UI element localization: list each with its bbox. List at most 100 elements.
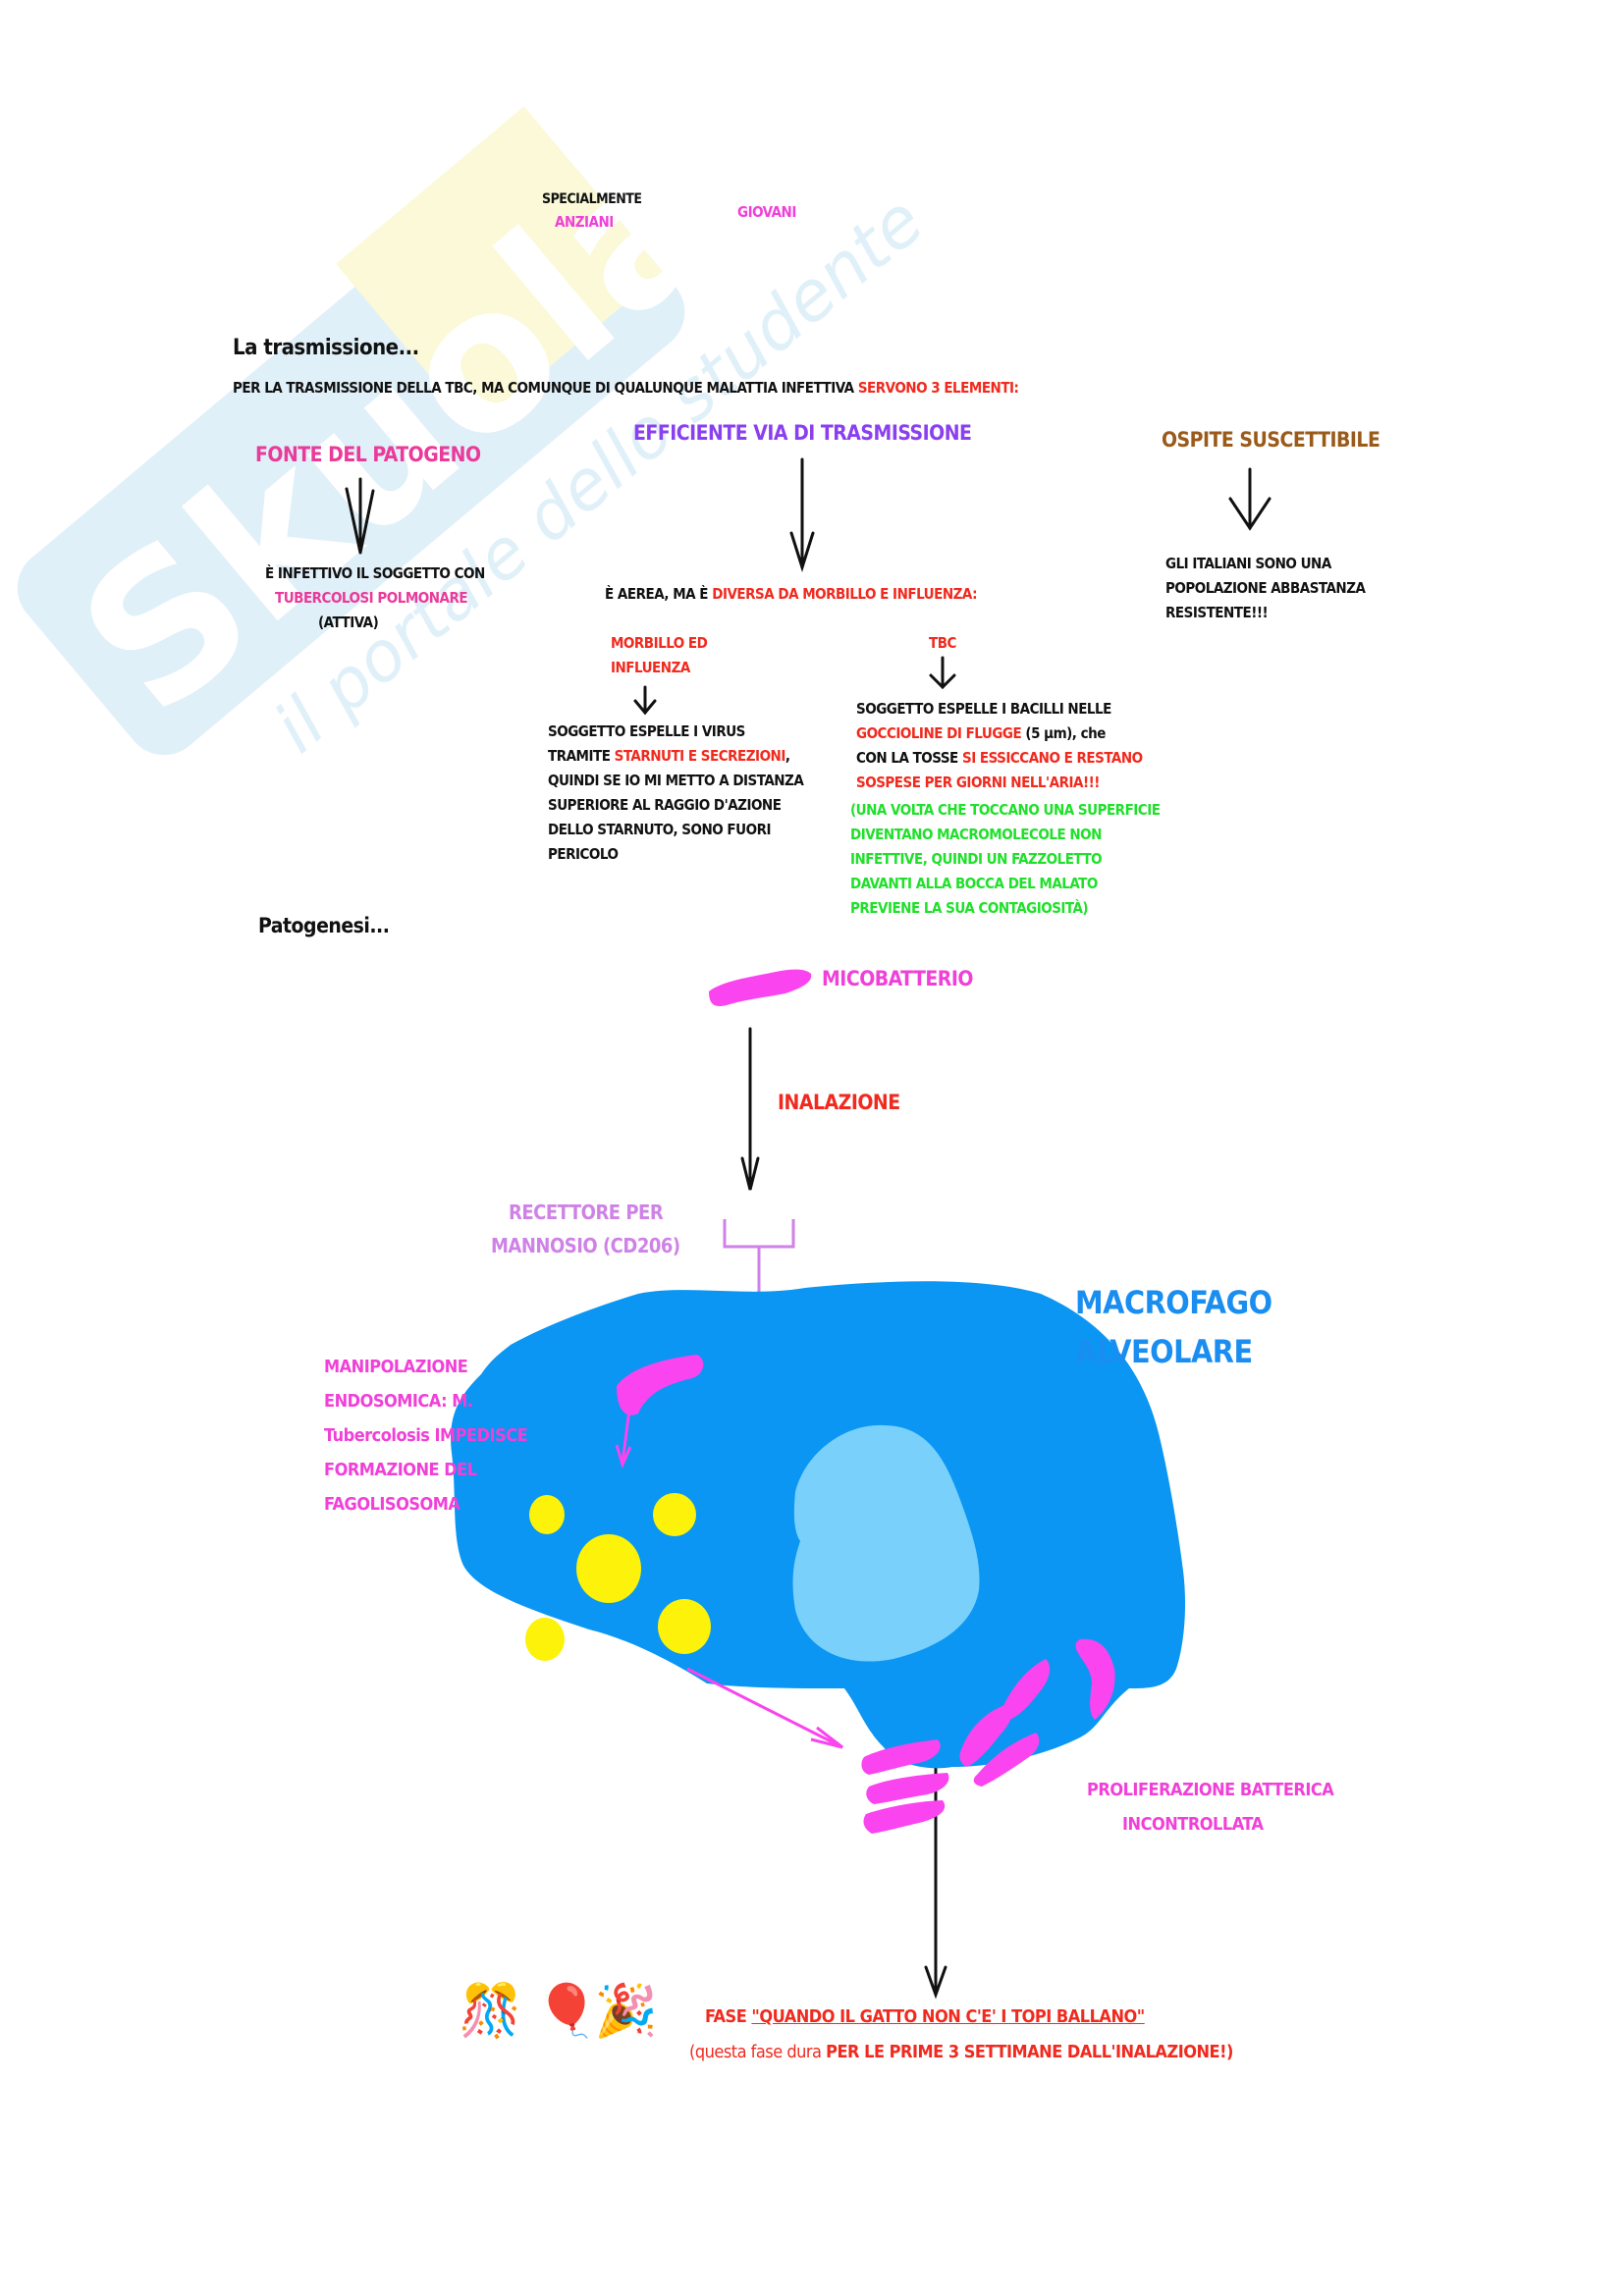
intro-text: PER LA TRASMISSIONE DELLA TBC, MA COMUNQ… [233, 379, 858, 397]
heading-patogenesi: Patogenesi... [258, 914, 390, 937]
tbc-note: (UNA VOLTA CHE TOCCANO UNA SUPERFICIE DI… [850, 798, 1161, 921]
bacterium [959, 1703, 1013, 1767]
via-description: È AEREA, MA È DIVERSA DA MORBILLO E INFL… [605, 585, 978, 603]
macrofago-line: ALVEOLARE [1075, 1333, 1253, 1370]
label-micobatterio: MICOBATTERIO [822, 967, 973, 990]
ospite-line: GLI ITALIANI SONO UNA [1165, 555, 1331, 572]
label-specialmente: SPECIALMENTE [542, 191, 642, 207]
arrow-proliferation [686, 1667, 843, 1749]
fonte-line: (ATTIVA) [318, 614, 379, 631]
title-fonte-patogeno: FONTE DEL PATOGENO [255, 443, 481, 466]
transmission-intro: PER LA TRASMISSIONE DELLA TBC, MA COMUNQ… [233, 379, 1019, 397]
arrow-ospite [1228, 467, 1271, 531]
tbc-text: CON LA TOSSE [856, 749, 962, 767]
label-proliferazione: PROLIFERAZIONE BATTERICA INCONTROLLATA [1087, 1773, 1334, 1842]
phase-duration: (questa fase dura PER LE PRIME 3 SETTIMA… [689, 2044, 1233, 2061]
morbillo-line: SOGGETTO ESPELLE I VIRUS [548, 722, 745, 740]
manipolazione-line: ENDOSOMICA: M. [324, 1391, 473, 1412]
tbc-title: TBC [929, 634, 956, 652]
phase-prefix: FASE [705, 2006, 752, 2027]
morbillo-line: TRAMITE STARNUTI E SECREZIONI, [548, 744, 803, 769]
mycobacterium-shape [709, 969, 812, 1007]
recettore-line: MANNOSIO (CD206) [491, 1234, 680, 1257]
fonte-line: TUBERCOLOSI POLMONARE [275, 589, 468, 607]
mannose-receptor [723, 1219, 795, 1294]
tbc-description: SOGGETTO ESPELLE I BACILLI NELLE GOCCIOL… [856, 697, 1143, 795]
tbc-line: SOGGETTO ESPELLE I BACILLI NELLE [856, 700, 1111, 718]
arrow-fase [924, 1728, 947, 2000]
proliferazione-line: INCONTROLLATA [1122, 1814, 1264, 1835]
tbc-text: (5 μm), che [1021, 724, 1106, 742]
phase-title: FASE "QUANDO IL GATTO NON C'E' I TOPI BA… [705, 2008, 1145, 2026]
arrow-morbillo [633, 685, 657, 716]
macrofago-line: MACROFAGO [1075, 1284, 1272, 1321]
via-text: È AEREA, MA È [605, 585, 713, 603]
label-manipolazione: MANIPOLAZIONE ENDOSOMICA: M. Tubercolosi… [324, 1350, 528, 1522]
ospite-line: RESISTENTE!!! [1165, 604, 1269, 621]
manipolazione-line: Tubercolosis IMPEDISCE [324, 1425, 528, 1446]
tbc-line: GOCCIOLINE DI FLUGGE (5 μm), che [856, 721, 1143, 746]
granule [658, 1599, 711, 1654]
morbillo-title: MORBILLO ED INFLUENZA [611, 631, 708, 680]
nucleus [792, 1424, 980, 1662]
tbc-note-line: INFETTIVE, QUINDI UN FAZZOLETTO [850, 850, 1103, 868]
ospite-line: POPOLAZIONE ABBASTANZA [1165, 579, 1366, 597]
endosome-bacterium [617, 1355, 704, 1415]
bacterium [861, 1739, 941, 1775]
proliferating-bacteria [861, 1638, 1115, 1834]
morbillo-line: DELLO STARNUTO, SONO FUORI [548, 821, 771, 838]
granules [525, 1493, 711, 1661]
granule [576, 1534, 641, 1603]
arrow-fonte [345, 477, 375, 555]
morbillo-highlight: STARNUTI E SECREZIONI [614, 747, 786, 765]
tbc-note-line: DIVENTANO MACROMOLECOLE NON [850, 826, 1102, 843]
label-recettore: RECETTORE PER MANNOSIO (CD206) [491, 1196, 680, 1262]
morbillo-text: TRAMITE [548, 747, 615, 765]
arrow-endosome [615, 1401, 632, 1469]
intro-highlight: SERVONO 3 ELEMENTI: [857, 379, 1019, 397]
morbillo-line: PERICOLO [548, 845, 619, 863]
title-via-trasmissione: EFFICIENTE VIA DI TRASMISSIONE [633, 421, 972, 445]
bacterium [1000, 1659, 1051, 1720]
morbillo-title-line: INFLUENZA [611, 659, 690, 676]
phase-quote: "QUANDO IL GATTO NON C'E' I TOPI BALLANO… [751, 2006, 1145, 2027]
tbc-line: CON LA TOSSE SI ESSICCANO E RESTANO [856, 746, 1143, 771]
label-anziani: ANZIANI [555, 213, 614, 231]
heading-trasmissione: La trasmissione... [233, 336, 419, 360]
manipolazione-line: FAGOLISOSOMA [324, 1494, 460, 1515]
bacterium [973, 1733, 1040, 1787]
via-highlight: DIVERSA DA MORBILLO E INFLUENZA: [712, 585, 978, 603]
arrow-inalazione [740, 1027, 760, 1191]
balloon-icon: 🎈 [535, 1982, 599, 2041]
fonte-description: È INFETTIVO IL SOGGETTO CON TUBERCOLOSI … [265, 561, 485, 635]
tbc-line: SOSPESE PER GIORNI NELL'ARIA!!! [856, 774, 1100, 791]
tbc-highlight: SI ESSICCANO E RESTANO [961, 749, 1143, 767]
bacterium [863, 1800, 946, 1834]
label-inalazione: INALAZIONE [778, 1091, 900, 1114]
manipolazione-line: MANIPOLAZIONE [324, 1357, 468, 1377]
label-macrofago: MACROFAGO ALVEOLARE [1075, 1278, 1272, 1376]
tbc-note-line: (UNA VOLTA CHE TOCCANO UNA SUPERFICIE [850, 801, 1161, 819]
proliferazione-line: PROLIFERAZIONE BATTERICA [1087, 1780, 1334, 1800]
granule [525, 1618, 565, 1661]
duration-highlight: PER LE PRIME 3 SETTIMANE DALL'INALAZIONE… [826, 2042, 1233, 2062]
morbillo-line: SUPERIORE AL RAGGIO D'AZIONE [548, 796, 782, 814]
granule [529, 1495, 565, 1534]
fonte-line: È INFETTIVO IL SOGGETTO CON [265, 564, 485, 582]
morbillo-title-line: MORBILLO ED [611, 634, 708, 652]
confetti-ball-icon: 🎊 [459, 1982, 522, 2041]
label-giovani: GIOVANI [737, 203, 796, 221]
tbc-highlight: GOCCIOLINE DI FLUGGE [856, 724, 1022, 742]
party-popper-icon: 🎉 [594, 1982, 658, 2041]
manipolazione-line: FORMAZIONE DEL [324, 1460, 477, 1480]
ospite-description: GLI ITALIANI SONO UNA POPOLAZIONE ABBAST… [1165, 552, 1366, 625]
morbillo-line: QUINDI SE IO MI METTO A DISTANZA [548, 772, 804, 789]
recettore-line: RECETTORE PER [509, 1201, 664, 1224]
title-ospite-suscettibile: OSPITE SUSCETTIBILE [1162, 428, 1380, 452]
granule [653, 1493, 696, 1536]
morbillo-description: SOGGETTO ESPELLE I VIRUS TRAMITE STARNUT… [548, 720, 804, 867]
arrow-tbc [929, 656, 956, 690]
arrow-efficiente [789, 457, 815, 573]
tbc-note-line: PREVIENE LA SUA CONTAGIOSITÀ) [850, 899, 1089, 917]
